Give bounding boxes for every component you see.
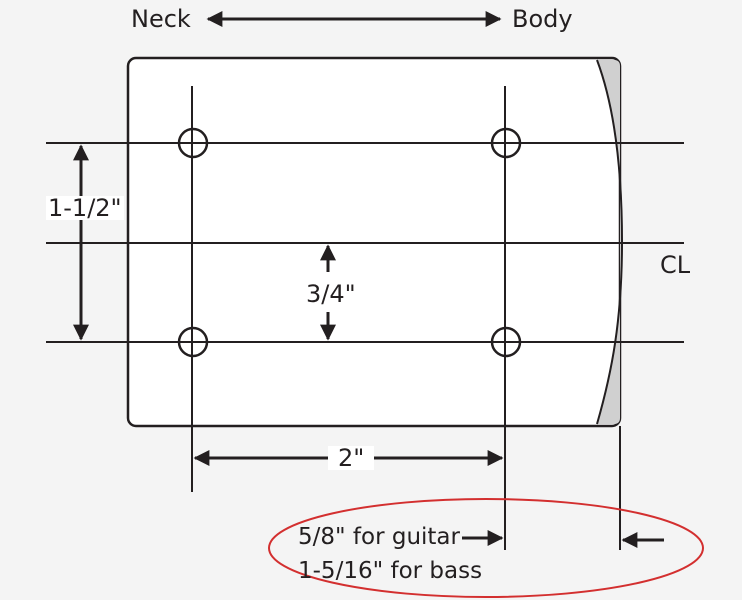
screw-hole-top-right <box>490 127 522 159</box>
body-label: Body <box>512 5 573 33</box>
hole-spacing-vertical-label: 1-1/2" <box>46 194 124 222</box>
neck-heel-shading <box>597 60 622 424</box>
bass-offset-note: 1-5/16" for bass <box>298 558 483 584</box>
screw-hole-bottom-right <box>490 326 522 358</box>
hole-spacing-horizontal-label: 2" <box>328 446 375 470</box>
neck-label: Neck <box>131 5 191 33</box>
centerline-label: CL <box>660 251 691 279</box>
offset-highlight-ellipse <box>268 498 704 598</box>
guitar-offset-note: 5/8" for guitar <box>298 524 460 550</box>
hole-to-centerline-label: 3/4" <box>306 280 356 308</box>
screw-hole-top-left <box>177 127 209 159</box>
screw-hole-bottom-left <box>177 326 209 358</box>
